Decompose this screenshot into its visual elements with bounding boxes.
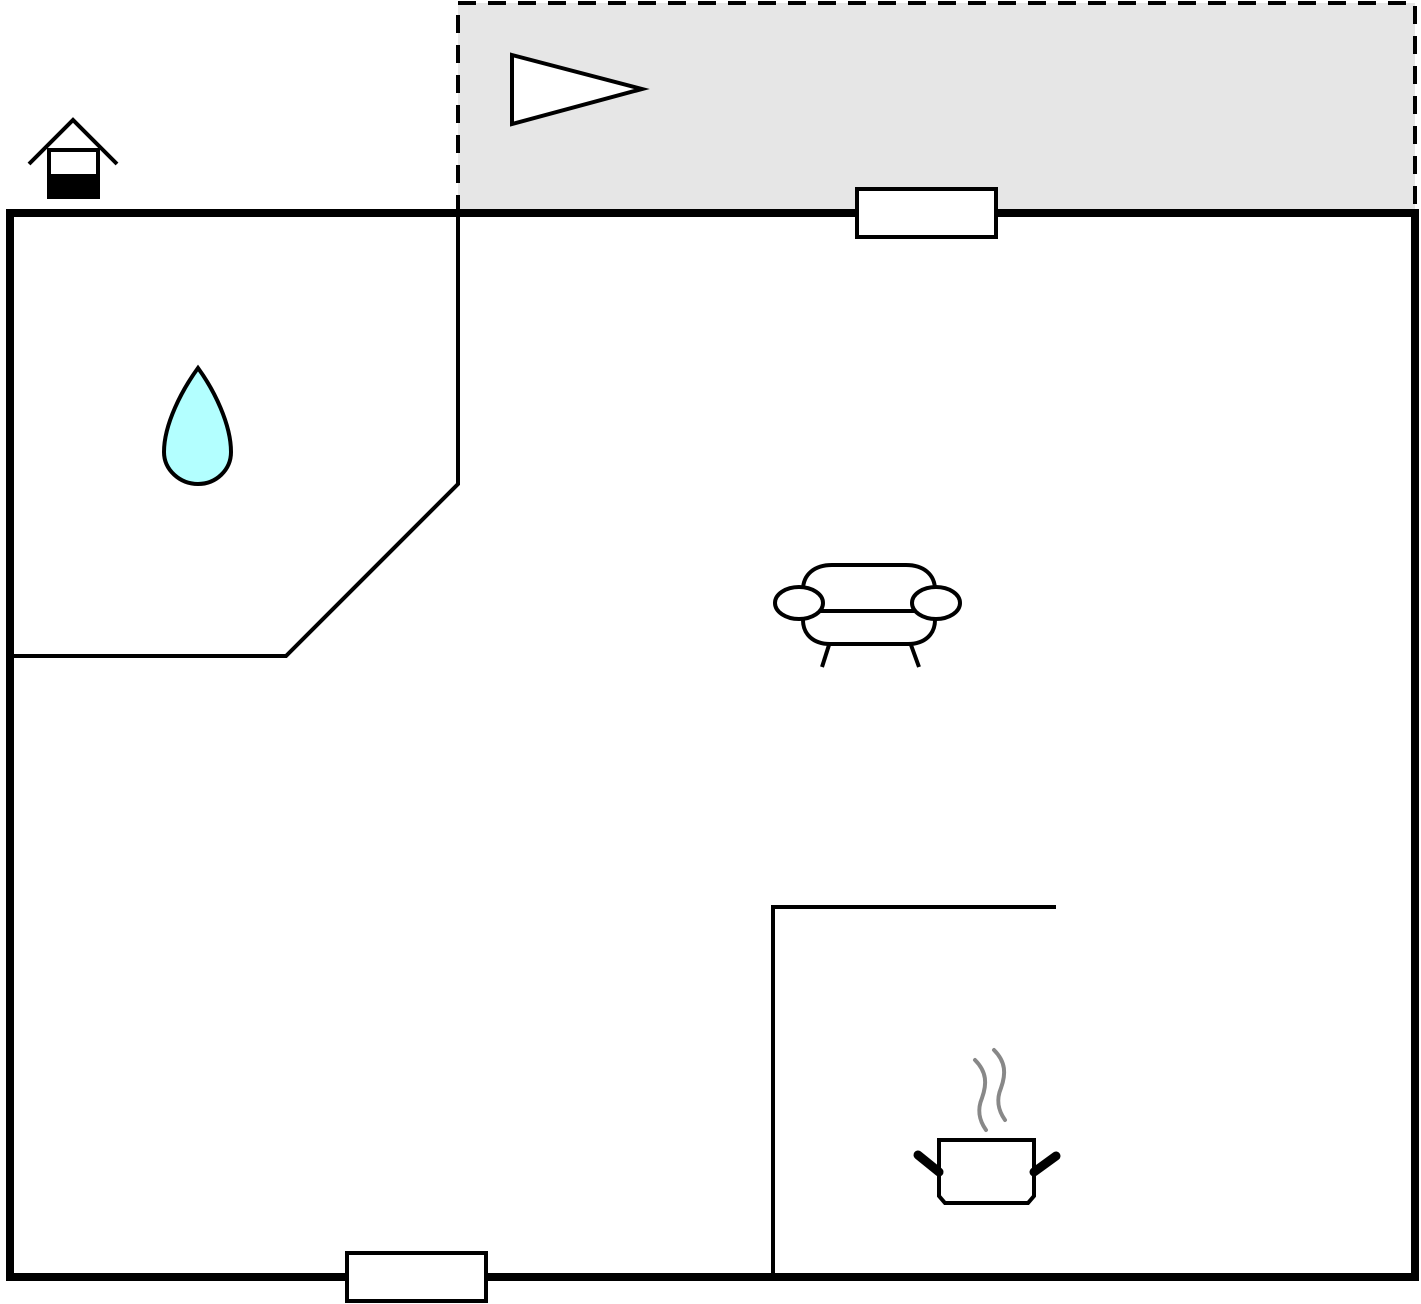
bathroom-wall bbox=[10, 213, 460, 658]
terrace-fill bbox=[458, 3, 1415, 213]
sofa-icon bbox=[773, 563, 962, 668]
house-entrance-icon bbox=[27, 117, 119, 199]
terrace-flag-icon bbox=[510, 52, 650, 127]
outer-wall bbox=[6, 209, 1419, 1281]
top-window bbox=[855, 187, 998, 239]
terrace-area bbox=[456, 1, 1417, 213]
terrace-dashed-border bbox=[456, 1, 1417, 213]
bottom-window bbox=[345, 1251, 488, 1303]
water-drop-icon bbox=[161, 364, 234, 487]
kitchen-wall bbox=[771, 905, 1056, 1277]
cooking-pot-icon bbox=[913, 1048, 1061, 1205]
